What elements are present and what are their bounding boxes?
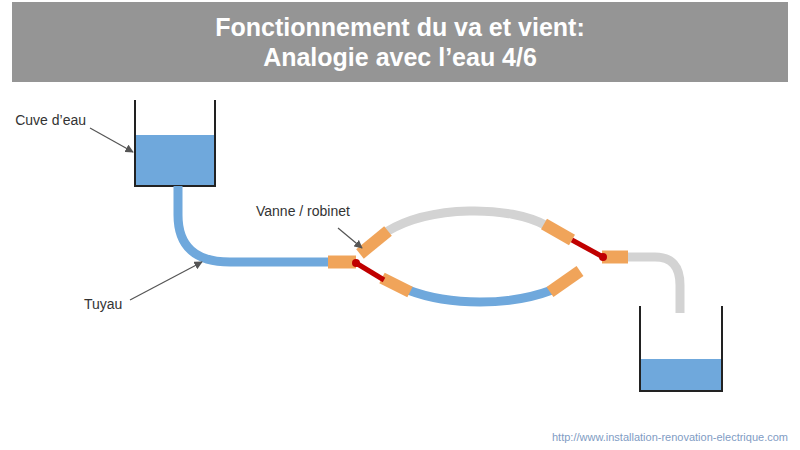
title-bar <box>12 2 788 82</box>
pipe <box>408 290 552 302</box>
diagram-title: Fonctionnement du va et vient: Analogie … <box>175 12 625 72</box>
pipe <box>178 186 332 262</box>
valve-lever <box>356 263 384 280</box>
valve-body <box>544 224 572 240</box>
leader-line <box>338 228 362 248</box>
part-label: Vanne / robinet <box>256 203 350 220</box>
valve-lever <box>572 240 603 257</box>
water-tank <box>640 306 722 391</box>
tank-water <box>136 135 214 185</box>
pipe-dry <box>626 257 680 313</box>
leader-line <box>90 128 133 152</box>
water-tank <box>135 100 215 186</box>
title-text-wrap: Fonctionnement du va et vient: Analogie … <box>0 12 800 72</box>
valve-pivot <box>599 253 607 261</box>
part-label: Cuve d’eau <box>15 112 86 129</box>
tank-water <box>641 359 721 390</box>
pipe-dry <box>386 211 547 232</box>
valve-body <box>328 256 356 269</box>
valve-pivot <box>352 259 360 267</box>
valve-body <box>360 231 388 254</box>
watermark-url: http://www.installation-renovation-elect… <box>552 431 788 444</box>
valve-body <box>382 278 410 292</box>
part-label: Tuyau <box>84 296 122 313</box>
valve-body <box>550 271 580 292</box>
leader-line <box>130 262 202 300</box>
